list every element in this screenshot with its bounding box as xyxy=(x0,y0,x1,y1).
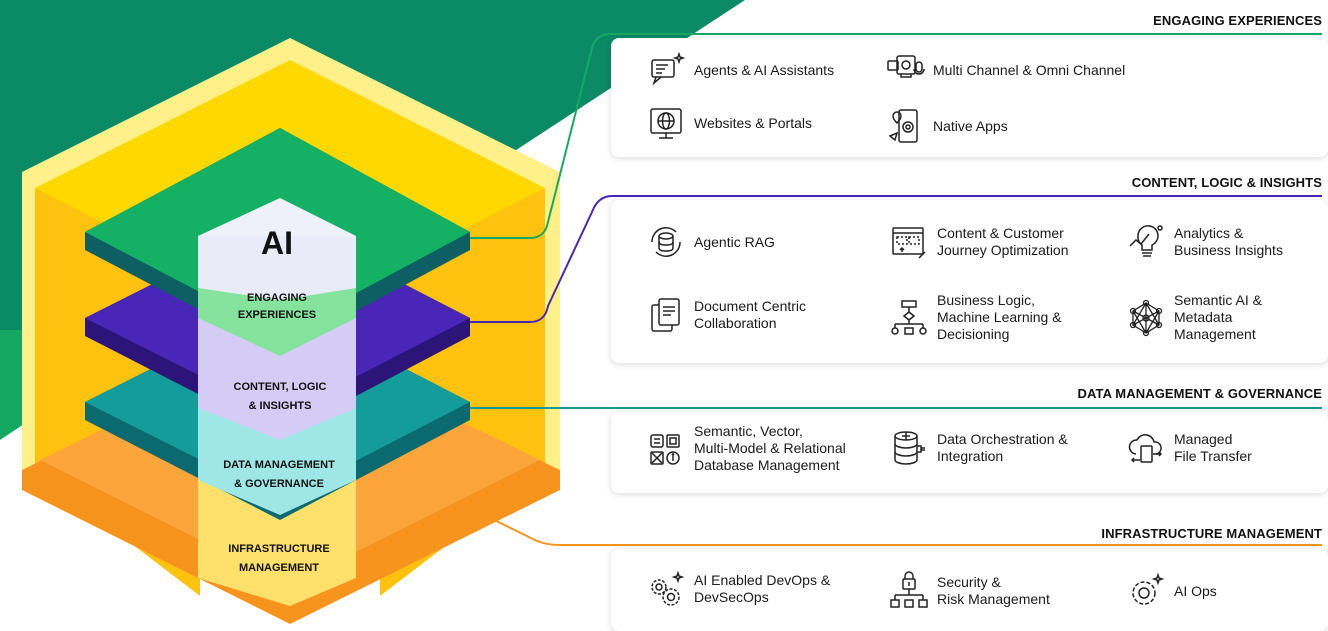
item-business-logic: Business Logic, Machine Learning & Decis… xyxy=(887,292,1062,343)
section-title-infrastructure: INFRASTRUCTURE MANAGEMENT xyxy=(1101,526,1322,541)
item-devops: AI Enabled DevOps & DevSecOps xyxy=(644,567,830,611)
item-label: Native Apps xyxy=(933,117,1008,134)
section-title-content: CONTENT, LOGIC & INSIGHTS xyxy=(1131,175,1322,190)
network-icon xyxy=(1124,296,1168,340)
item-label: Multi Channel & Omni Channel xyxy=(933,61,1126,78)
item-journey-optimization: Content & Customer Journey Optimization xyxy=(887,220,1069,264)
item-data-orchestration: Data Orchestration & Integration xyxy=(887,426,1068,470)
item-websites-portals: Websites & Portals xyxy=(644,101,812,145)
layer-label-data: DATA MANAGEMENT& GOVERNANCE xyxy=(223,459,335,490)
purple-pillar xyxy=(198,310,356,440)
item-label: Document Centric Collaboration xyxy=(694,298,807,331)
gear-sparkle-icon xyxy=(1124,569,1168,613)
card-infrastructure xyxy=(611,549,1328,631)
item-label: Managed File Transfer xyxy=(1174,431,1252,464)
item-label: AI Enabled DevOps & DevSecOps xyxy=(694,572,831,605)
connector-content xyxy=(470,195,1322,323)
card-data xyxy=(611,412,1328,493)
item-ai-ops: AI Ops xyxy=(1124,569,1217,613)
item-label: AI Ops xyxy=(1174,582,1217,599)
item-database-management: Semantic, Vector, Multi-Model & Relation… xyxy=(644,423,846,474)
analytics-bulb-icon xyxy=(1124,220,1168,264)
item-label: Data Orchestration & Integration xyxy=(937,431,1068,464)
connector-infrastructure xyxy=(477,511,1322,546)
gears-sparkle-icon xyxy=(644,567,688,611)
globe-monitor-icon xyxy=(644,101,688,145)
ai-cube-face xyxy=(198,236,356,300)
chat-sparkle-icon xyxy=(644,48,688,92)
connector-engaging xyxy=(470,33,1322,239)
item-multi-channel: Multi Channel & Omni Channel xyxy=(883,48,1125,92)
item-label: Websites & Portals xyxy=(694,114,813,131)
item-semantic-ai: Semantic AI & Metadata Management xyxy=(1124,292,1262,343)
item-label: Business Logic, Machine Learning & Decis… xyxy=(937,292,1062,342)
cloud-transfer-icon xyxy=(1124,426,1168,470)
database-plug-icon xyxy=(887,426,931,470)
item-managed-file-transfer: Managed File Transfer xyxy=(1124,426,1252,470)
item-agentic-rag: Agentic RAG xyxy=(644,220,775,264)
item-document-collaboration: Document Centric Collaboration xyxy=(644,293,806,337)
database-grid-icon xyxy=(644,427,688,471)
ai-label: AI xyxy=(261,225,293,261)
item-security-risk: Security & Risk Management xyxy=(887,569,1050,613)
item-label: Semantic AI & Metadata Management xyxy=(1174,292,1262,342)
section-title-engaging: ENGAGING EXPERIENCES xyxy=(1153,13,1322,28)
item-agents-ai-assistants: Agents & AI Assistants xyxy=(644,48,834,92)
item-label: Security & Risk Management xyxy=(937,574,1050,607)
item-native-apps: Native Apps xyxy=(883,104,1008,148)
item-label: Agents & AI Assistants xyxy=(694,61,835,78)
flowchart-icon xyxy=(887,296,931,340)
item-label: Content & Customer Journey Optimization xyxy=(937,225,1069,258)
item-label: Semantic, Vector, Multi-Model & Relation… xyxy=(694,423,846,473)
layer-label-content: CONTENT, LOGIC& INSIGHTS xyxy=(234,381,327,412)
card-content xyxy=(611,200,1328,363)
journey-icon xyxy=(887,220,931,264)
item-label: Agentic RAG xyxy=(694,233,775,250)
lock-hierarchy-icon xyxy=(887,569,931,613)
item-analytics-insights: Analytics & Business Insights xyxy=(1124,220,1283,264)
mobile-app-icon xyxy=(883,104,927,148)
item-label: Analytics & Business Insights xyxy=(1174,225,1283,258)
database-cycle-icon xyxy=(644,220,688,264)
card-engaging xyxy=(611,38,1328,157)
omnichannel-icon xyxy=(883,48,927,92)
documents-icon xyxy=(644,293,688,337)
section-title-data: DATA MANAGEMENT & GOVERNANCE xyxy=(1077,386,1322,401)
